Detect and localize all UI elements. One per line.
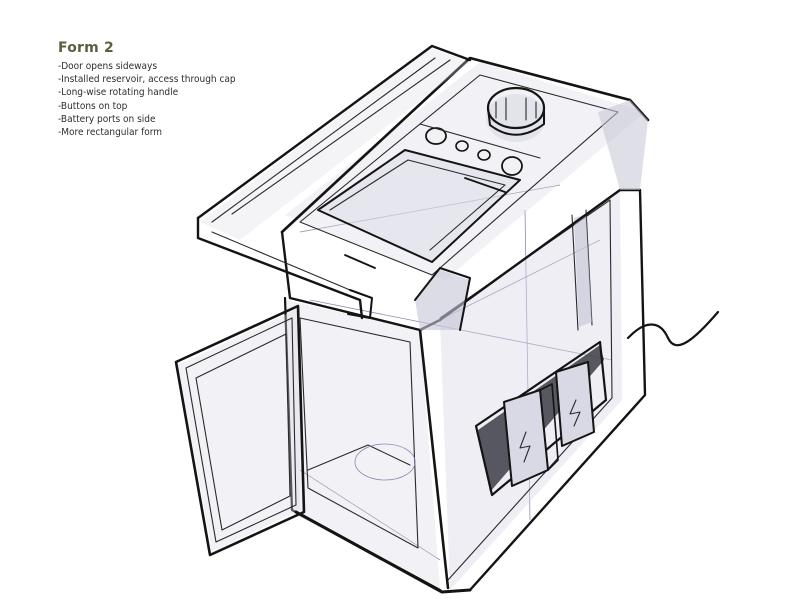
top-buttons <box>419 123 541 176</box>
power-cord <box>626 310 720 347</box>
note-item: -Battery ports on side <box>58 113 156 125</box>
note-item: -Installed reservoir, access through cap <box>58 74 236 86</box>
notes-title: Form 2 <box>58 40 114 56</box>
note-item: -Long-wise rotating handle <box>58 87 179 99</box>
dial-knob <box>486 86 546 142</box>
note-item: -More rectangular form <box>58 127 163 139</box>
note-item: -Door opens sideways <box>58 61 158 72</box>
body-front <box>283 296 450 592</box>
ground-line <box>294 510 472 594</box>
notes-list: -Door opens sideways -Installed reservoi… <box>58 60 236 139</box>
battery-ports <box>474 340 608 497</box>
design-notes: Form 2 -Door opens sideways -Installed r… <box>58 40 236 139</box>
rotating-handle <box>196 44 472 320</box>
side-door <box>174 304 306 557</box>
note-item: -Buttons on top <box>58 100 128 112</box>
reservoir-cap <box>317 149 521 269</box>
